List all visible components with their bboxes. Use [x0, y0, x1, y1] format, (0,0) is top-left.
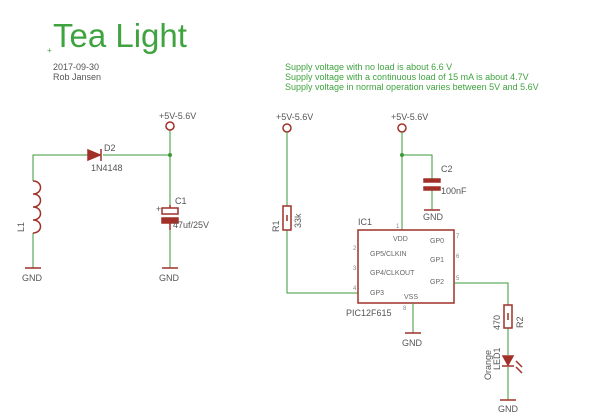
c1-ref-label: C1: [175, 196, 187, 206]
supply-label-2: +5V-5.6V: [276, 112, 313, 122]
d2-value-label: 1N4148: [91, 163, 123, 173]
ic1-pin-number-5: 5: [456, 276, 460, 282]
led1-value-label: Orange: [483, 350, 493, 380]
gnd-symbol-2: GND: [159, 267, 180, 283]
ic1-pin-number-7: 7: [456, 234, 460, 240]
c1-value-label: 47uf/25V: [173, 220, 209, 230]
wires-left: [32, 130, 171, 268]
ic1-pin-number-6: 6: [456, 254, 460, 260]
ic1-pin-number-4: 4: [353, 286, 357, 292]
gnd-symbol-1: GND: [22, 267, 43, 283]
gnd-label-5: GND: [498, 404, 519, 414]
resistor-r1: [282, 205, 292, 231]
page-title: Tea Light: [53, 17, 187, 54]
r2-ref-label: R2: [515, 316, 525, 328]
r1-value-label: 33k: [293, 213, 303, 228]
ic1-pin-gp2: GP2: [430, 279, 444, 286]
supply-symbol-3: +5V-5.6V: [391, 112, 428, 133]
note-line-1: Supply voltage with no load is about 6.6…: [285, 62, 452, 72]
l1-ref-label: L1: [16, 222, 26, 232]
c1-plus-mark: +: [156, 204, 161, 214]
ic1-pin-number-8: 8: [403, 306, 407, 312]
gnd-symbol-4: GND: [402, 332, 423, 348]
diode-d2: [87, 148, 102, 162]
gnd-label-3: GND: [423, 212, 444, 222]
ic1-pin-number-2: 2: [353, 246, 357, 252]
author-label: Rob Jansen: [53, 72, 101, 82]
origin-cross: +: [47, 46, 52, 55]
ic1-ref-label: IC1: [358, 217, 372, 227]
inductor-l1: [32, 180, 42, 234]
ic1-pin-vss: VSS: [404, 294, 418, 301]
supply-label-1: +5V-5.6V: [159, 111, 196, 121]
ic1-pin-gp4: GP4/CLKOUT: [370, 270, 415, 277]
capacitor-c2: [423, 178, 441, 191]
c2-value-label: 100nF: [441, 186, 467, 196]
d2-ref-label: D2: [104, 143, 116, 153]
ic1-pin-gp0: GP0: [430, 238, 444, 245]
ic1-pin-gp5: GP5/CLKIN: [370, 251, 407, 258]
led1-ref-label: LED1: [492, 347, 502, 370]
wires-supply-3: [401, 132, 433, 230]
capacitor-c1: [161, 205, 179, 230]
note-line-2: Supply voltage with a continuous load of…: [285, 72, 529, 82]
ic1-pin-number-1: 1: [396, 224, 400, 230]
led-led1: [501, 355, 523, 374]
ic1-value-label: PIC12F615: [346, 308, 392, 318]
note-line-3: Supply voltage in normal operation varie…: [285, 82, 539, 92]
gnd-label-4: GND: [402, 338, 423, 348]
gnd-symbol-5: GND: [498, 399, 519, 414]
r1-ref-label: R1: [271, 220, 281, 232]
supply-symbol-2: +5V-5.6V: [276, 112, 313, 133]
ic1-body: [357, 229, 455, 304]
gnd-label-1: GND: [22, 273, 43, 283]
supply-label-3: +5V-5.6V: [391, 112, 428, 122]
resistor-r2: [503, 304, 513, 329]
r2-value-label: 470: [492, 315, 502, 330]
gnd-label-2: GND: [159, 273, 180, 283]
wires-r1: [286, 132, 358, 294]
supply-symbol-1: +5V-5.6V: [159, 111, 196, 131]
ic1-pin-gp3: GP3: [370, 290, 384, 297]
date-label: 2017-09-30: [53, 62, 99, 72]
ic1-pin-number-3: 3: [353, 266, 357, 272]
c2-ref-label: C2: [441, 164, 453, 174]
junction-dot-c2: [400, 153, 404, 157]
wires-ic1: [412, 282, 509, 400]
ic1-pin-gp1: GP1: [430, 257, 444, 264]
junction-dot-c1: [168, 153, 172, 157]
ic1-pin-vdd: VDD: [393, 236, 408, 243]
gnd-symbol-3: GND: [423, 209, 444, 222]
